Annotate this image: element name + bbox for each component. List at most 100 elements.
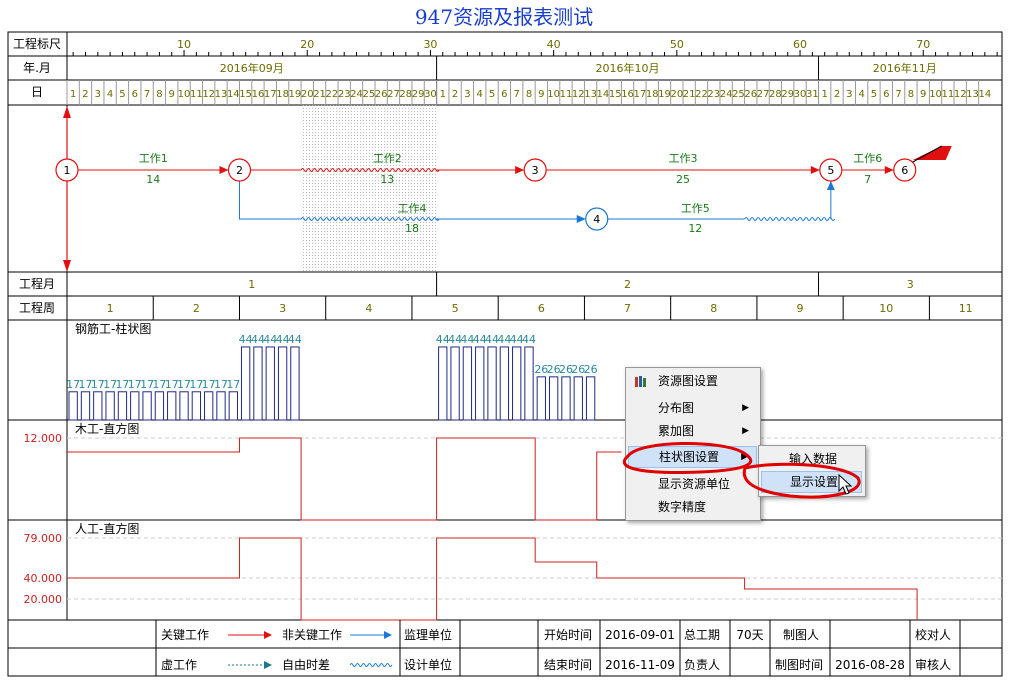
rebar-bar [462,346,473,421]
day-label: 18 [646,89,659,100]
rebar-bar [290,346,300,421]
scale-tick-label: 40 [547,38,561,51]
day-label: 5 [871,89,877,100]
day-label: 22 [695,89,708,100]
task-duration: 25 [676,173,690,186]
rebar-bar [512,346,522,421]
menu-item-distribution[interactable]: 分布图▶ [628,397,757,419]
day-label: 12 [954,89,967,100]
legend-checker-label: 校对人 [915,627,951,642]
rebar-bar [93,391,103,421]
day-label: 6 [501,89,507,100]
day-label: 31 [806,89,819,100]
rebar-bar-value: 17 [66,378,80,391]
task-name: 工作6 [853,152,882,165]
rebar-bar [179,391,189,421]
rebar-bar-value: 44 [485,333,499,346]
rebar-bar-value: 17 [128,378,142,391]
carpenter-chart-title: 木工-直方图 [75,421,139,436]
scale-tick-label: 30 [423,38,437,51]
row-label: 日 [31,85,43,99]
day-label: 29 [412,89,425,100]
row-label: 年.月 [23,61,51,75]
legend-total-value: 70天 [736,628,763,642]
proj-week-label: 5 [452,302,459,315]
day-label: 2 [452,89,458,100]
day-label: 16 [252,89,265,100]
menu-item-bar-chart-settings[interactable]: 柱状图设置▶ [628,446,757,468]
rebar-bar-value: 44 [276,333,290,346]
menu-item-show-resource-unit[interactable]: 显示资源单位 [658,477,731,491]
day-label: 30 [794,89,807,100]
menu-item-cumulative[interactable]: 累加图▶ [628,420,757,442]
menu-item-number-precision[interactable]: 数字精度 [658,500,707,514]
rebar-bar-value: 26 [584,363,598,376]
rebar-bar [130,391,140,421]
day-label: 7 [895,89,901,100]
context-menu: 资源图设置 分布图▶ 累加图▶ 柱状图设置▶ 显示资源单位 数字精度 [625,367,761,521]
row-label: 工程周 [19,300,55,315]
rebar-bar [68,391,78,421]
proj-week-label: 2 [193,302,200,315]
submenu-item-input-data[interactable]: 输入数据 [789,452,838,466]
carpenter-histogram [67,437,622,521]
rebar-bar [80,391,91,421]
month-label: 2016年09月 [220,61,284,75]
task-duration: 7 [864,173,871,186]
rebar-bar [585,376,596,421]
proj-week-label: 4 [365,302,372,315]
task-duration: 13 [380,173,394,186]
day-label: 20 [301,89,314,100]
legend-maker-label: 制图人 [783,628,819,642]
day-label: 1 [70,89,76,100]
node-circle [227,158,252,182]
legend-reviewer-label: 审核人 [915,657,951,672]
legend-noncritical-label: 非关键工作 [282,628,342,642]
day-label: 6 [883,89,889,100]
node-circle [55,158,79,182]
rebar-bar-value: 26 [559,363,573,376]
rebar-bar-value: 44 [251,333,265,346]
arrow-head-icon [826,181,835,190]
task-name: 工作3 [669,152,698,165]
legend-made-time-label: 制图时间 [775,658,823,672]
books-icon [635,376,646,387]
day-label: 15 [609,89,622,100]
menu-item-resource-chart-settings[interactable]: 资源图设置 [628,370,757,392]
proj-week-label: 7 [624,302,631,315]
day-label: 10 [929,89,942,100]
day-label: 12 [202,89,215,100]
arrow-down-icon [63,260,71,272]
rebar-bar-value: 17 [226,378,240,391]
node-label: 3 [532,164,539,177]
rebar-bar-value: 17 [202,378,216,391]
rebar-bar-value: 17 [214,378,228,391]
day-label: 27 [387,89,400,100]
rebar-bar [117,391,128,421]
rebar-bar-value: 17 [152,378,166,391]
rebar-bar-value: 17 [177,378,191,391]
day-label: 26 [744,89,757,100]
day-label: 5 [489,89,495,100]
end-flag-icon [912,146,952,160]
legend-end-label: 结束时间 [544,658,592,672]
day-label: 28 [399,89,412,100]
rebar-bar-value: 44 [436,333,450,346]
proj-month-label: 3 [907,278,914,291]
proj-week-label: 3 [279,302,286,315]
month-label: 2016年10月 [596,61,660,75]
submenu-arrow-icon: ▶ [742,426,749,436]
node-circle [585,207,609,231]
day-label: 7 [144,89,150,100]
proj-week-label: 1 [107,302,114,315]
frame [7,31,1003,677]
legend-float-label: 自由时差 [282,658,330,672]
day-label: 24 [350,89,363,100]
day-label: 29 [781,89,794,100]
rebar-bar-value: 44 [473,333,487,346]
legend-critical-label: 关键工作 [161,628,209,642]
legend-supervisor-label: 监理单位 [404,627,452,642]
day-label: 8 [156,89,162,100]
day-label: 15 [239,89,252,100]
node-circle [893,158,917,182]
